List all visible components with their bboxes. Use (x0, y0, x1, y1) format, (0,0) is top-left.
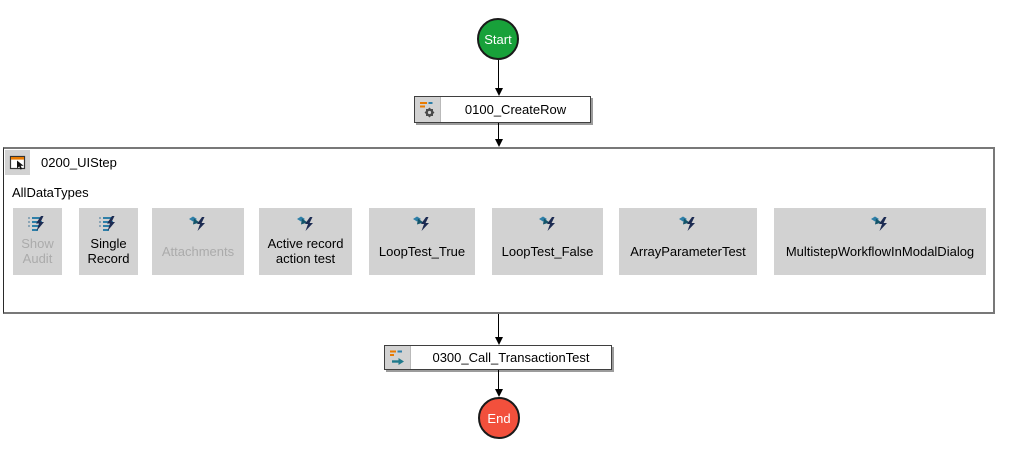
list-lightning-icon (98, 216, 115, 231)
uistep-button-multistepworkflowinmodaldialog[interactable]: MultistepWorkflowInModalDialog (774, 208, 986, 275)
action-lightning-icon (296, 216, 313, 231)
action-lightning-icon (871, 216, 887, 231)
button-label: Active record action test (267, 236, 344, 266)
arrow-shaft (498, 314, 499, 337)
uistep-button-show-audit: Show Audit (13, 208, 62, 275)
button-label: LoopTest_False (501, 243, 594, 259)
uistep-button-active-record-action-test[interactable]: Active record action test (259, 208, 352, 275)
action-lightning-icon (679, 216, 695, 231)
connector-arrow (492, 314, 505, 345)
action-lightning-icon (538, 216, 555, 231)
step-icon-cell (415, 97, 441, 122)
button-label: Show Audit (21, 236, 54, 266)
step-group-title: 0200_UIStep (41, 155, 117, 170)
arrow-head-icon (494, 88, 503, 96)
arrow-shaft (498, 370, 499, 389)
arrow-shaft (498, 123, 499, 139)
step-node-label: 0300_Call_TransactionTest (432, 350, 590, 365)
button-label: Single Record (87, 236, 130, 266)
connector-arrow (492, 123, 505, 147)
action-lightning-icon (189, 216, 205, 231)
action-lightning-icon (413, 216, 429, 231)
connector-arrow (492, 370, 505, 397)
uistep-button-arrayparametertest[interactable]: ArrayParameterTest (619, 208, 757, 275)
step-icon-cell (5, 150, 30, 175)
step-node-label: 0100_CreateRow (464, 102, 567, 117)
arrow-shaft (498, 60, 499, 88)
window-cursor-icon (9, 155, 25, 170)
step-icon-cell (385, 346, 411, 369)
step-group-sublabel: AllDataTypes (12, 185, 89, 200)
connector-arrow (492, 60, 505, 96)
end-node[interactable]: End (478, 397, 520, 439)
button-label: MultistepWorkflowInModalDialog (785, 243, 975, 259)
end-node-label: End (487, 410, 511, 426)
gear-create-row-icon (419, 101, 434, 117)
arrow-head-icon (494, 337, 503, 345)
uistep-button-looptest-true[interactable]: LoopTest_True (369, 208, 475, 275)
list-lightning-icon (27, 216, 44, 231)
start-node[interactable]: Start (477, 18, 519, 60)
uistep-button-attachments: Attachments (152, 208, 244, 275)
arrow-head-icon (494, 389, 503, 397)
call-arrow-icon (389, 350, 404, 365)
uistep-button-single-record[interactable]: Single Record (79, 208, 138, 275)
step-node-0300-call-transactiontest[interactable]: 0300_Call_TransactionTest (384, 345, 612, 370)
button-label: ArrayParameterTest (630, 243, 746, 259)
button-label: Attachments (161, 243, 235, 259)
step-node-0100-createrow[interactable]: 0100_CreateRow (414, 96, 591, 123)
step-group-0200-uistep[interactable]: 0200_UIStep AllDataTypes Show Audit Sing… (3, 147, 995, 314)
start-node-label: Start (484, 31, 512, 47)
arrow-head-icon (494, 139, 503, 147)
uistep-button-looptest-false[interactable]: LoopTest_False (492, 208, 603, 275)
button-label: LoopTest_True (378, 243, 466, 259)
